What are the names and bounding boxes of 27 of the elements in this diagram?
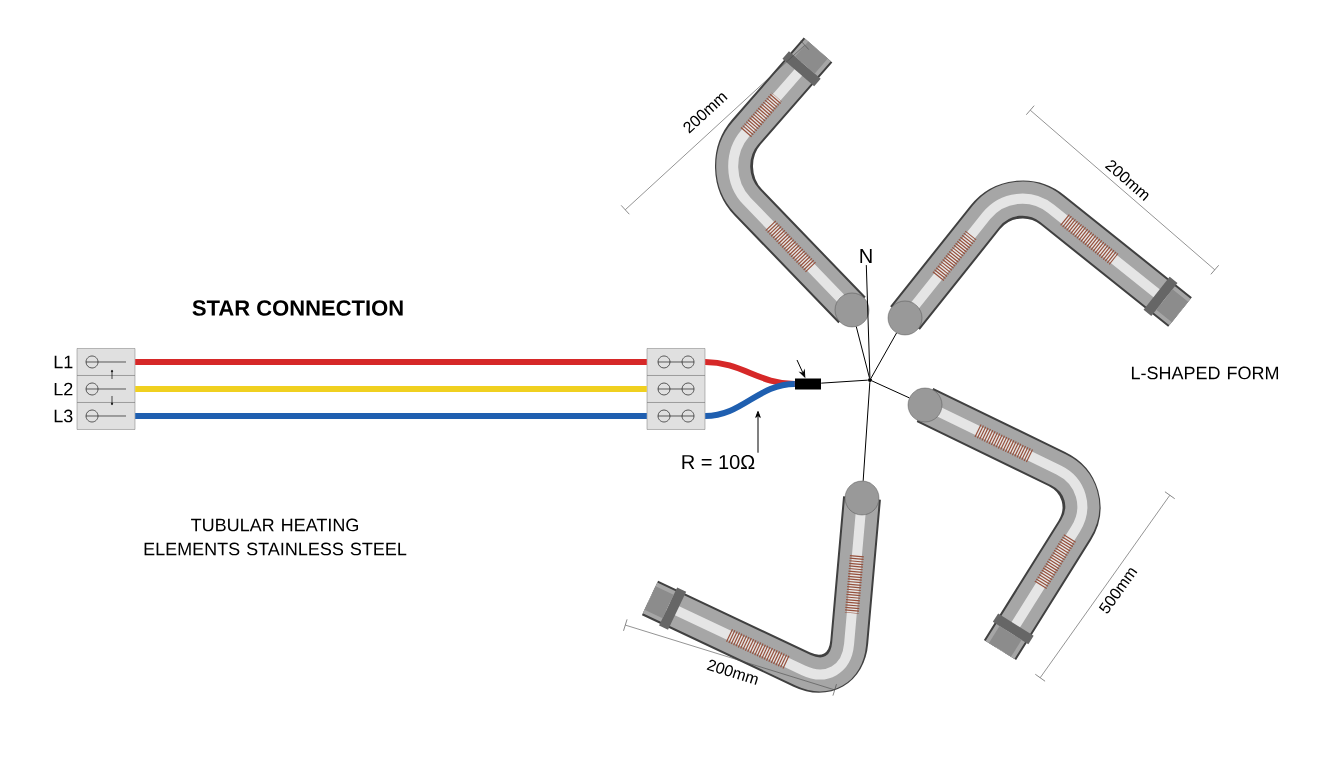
heating-tube-drawing (641, 480, 881, 693)
wire (705, 381, 796, 419)
title: STAR CONNECTION (192, 300, 403, 316)
star-point (868, 378, 872, 382)
wire (135, 359, 647, 365)
terminal-label: L1 (54, 355, 73, 369)
dimension-label: 200mm (706, 659, 758, 685)
resistance-label: R = 10Ω (682, 454, 755, 470)
caption-text: TUBULAR HEATING ELEMENTS STAINLESS STEEL (144, 518, 407, 556)
wire (135, 386, 647, 392)
connection-line (870, 332, 898, 379)
leader-arrow (755, 410, 761, 454)
terminal-block (646, 402, 706, 430)
connection-line (862, 381, 871, 482)
terminal-block (646, 375, 706, 403)
connection-line (855, 326, 870, 379)
neutral-label: N (860, 249, 872, 263)
caption-text: L-SHAPED FORM (1131, 366, 1278, 380)
leader-arrow (796, 359, 806, 378)
connection-line (820, 379, 869, 384)
connection-line (865, 264, 871, 379)
terminal-label: L2 (54, 382, 73, 396)
connection-line (871, 380, 910, 399)
terminal-label: L3 (54, 409, 73, 423)
wire (135, 413, 647, 419)
terminal-block (646, 348, 706, 376)
heating-tube-drawing (907, 387, 1101, 661)
